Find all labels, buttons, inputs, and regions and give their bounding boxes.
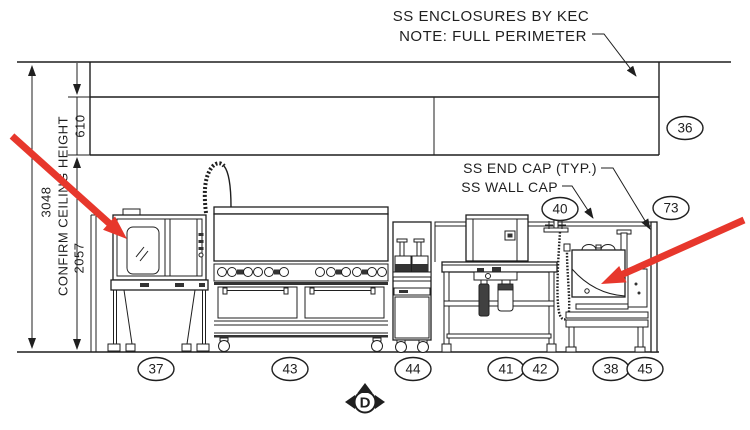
callout-38: 38: [592, 356, 630, 382]
callout-73: 73: [652, 195, 690, 221]
leader-end-cap: [601, 167, 651, 230]
callout-42: 42: [521, 356, 559, 382]
callout-43: 43: [271, 356, 309, 382]
svg-text:40: 40: [552, 202, 567, 217]
range-casters: [218, 337, 383, 352]
red-arrow-right: [601, 216, 746, 284]
label-end-cap: SS END CAP (TYP.): [463, 160, 597, 176]
svg-text:73: 73: [663, 201, 678, 216]
svg-text:36: 36: [677, 121, 692, 136]
red-arrow-left: [9, 133, 127, 239]
detail-marker-d: D: [345, 383, 385, 414]
filter-assembly-drawing: [473, 267, 518, 317]
dim-ceiling-note: CONFIRM CEILING HEIGHT: [56, 116, 71, 296]
svg-text:38: 38: [603, 362, 618, 377]
leader-wall-cap: [562, 185, 594, 219]
wall-end-panel: [90, 214, 97, 352]
range-knobs: [217, 267, 387, 277]
callout-36: 36: [666, 115, 704, 141]
svg-text:41: 41: [498, 362, 513, 377]
dimension-610-2057: [68, 63, 90, 350]
dim-clear-height: 2057: [72, 243, 87, 274]
svg-text:42: 42: [532, 362, 547, 377]
callout-37: 37: [137, 356, 175, 382]
convection-oven-drawing: [107, 161, 232, 352]
callout-41: 41: [487, 356, 525, 382]
enclosure-band: [89, 62, 660, 156]
svg-text:44: 44: [405, 362, 421, 377]
callout-45: 45: [626, 356, 664, 382]
label-wall-cap: SS WALL CAP: [461, 179, 558, 195]
flex-hose: [556, 231, 571, 321]
callout-40: 40: [541, 196, 579, 222]
svg-text:45: 45: [637, 362, 652, 377]
dim-enclosure-height: 610: [73, 114, 88, 137]
svg-text:43: 43: [282, 362, 297, 377]
fryer-drawing: [392, 221, 432, 353]
countertop-cabinet-drawing: [465, 214, 529, 262]
svg-text:37: 37: [148, 362, 163, 377]
range-drawing: [213, 206, 389, 352]
note-line2: NOTE: FULL PERIMETER: [399, 28, 587, 45]
callout-44: 44: [394, 356, 432, 382]
leader-note: [592, 33, 637, 77]
fryer-casters: [395, 339, 429, 353]
note-line1: SS ENCLOSURES BY KEC: [393, 8, 589, 25]
kettle-drawing: [565, 229, 649, 353]
gas-hose: [202, 161, 226, 214]
svg-text:D: D: [360, 395, 371, 412]
dim-total-height: 3048: [39, 187, 54, 218]
end-panel-drawing: [650, 221, 658, 353]
